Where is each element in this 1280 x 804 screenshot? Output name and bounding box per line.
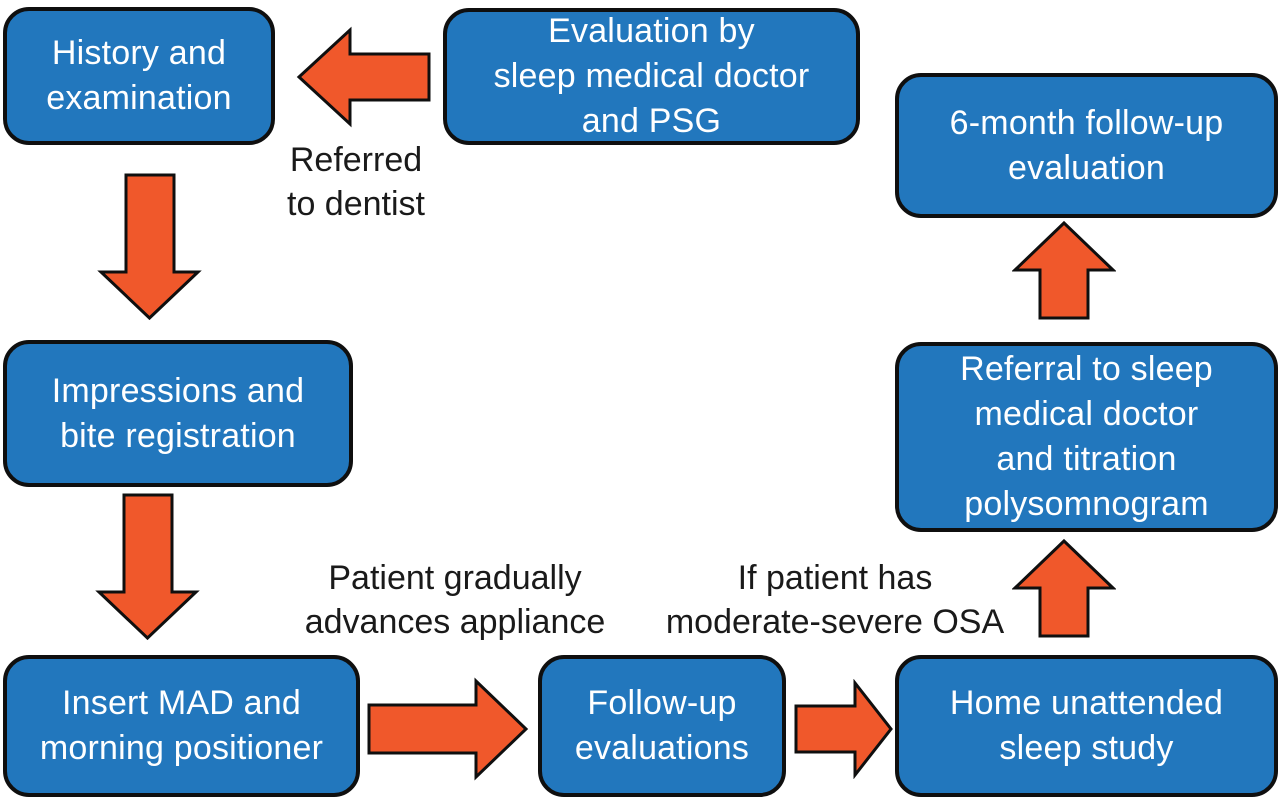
node-label: 6-month follow-up evaluation <box>949 103 1224 187</box>
arrow-up-referral-to-six-month-icon <box>1012 220 1116 320</box>
node-follow-up-evaluations: Follow-up evaluations <box>538 655 786 797</box>
node-label: Evaluation by sleep medical doctor and P… <box>493 12 810 140</box>
annotation-patient-gradually-advances: Patient gradually advances appliance <box>304 559 606 642</box>
node-label: Follow-up evaluations <box>574 684 750 767</box>
node-six-month-follow-up: 6-month follow-up evaluation <box>895 73 1278 218</box>
arrow-down-history-to-impressions-icon <box>97 173 202 321</box>
node-referral-to-sleep-medical-doctor: Referral to sleep medical doctor and tit… <box>895 342 1278 532</box>
node-insert-mad-and-morning-positioner: Insert MAD and morning positioner <box>3 655 360 797</box>
node-label: Home unattended sleep study <box>949 684 1224 767</box>
arrow-left-evaluation-to-history-icon <box>296 26 431 128</box>
node-label: Impressions and bite registration <box>51 371 305 455</box>
arrow-up-home-study-to-referral-icon <box>1012 538 1116 638</box>
annotation-referred-to-dentist: Referred to dentist <box>287 141 425 224</box>
node-label: Referral to sleep medical doctor and tit… <box>960 350 1213 523</box>
node-impressions-and-bite-registration: Impressions and bite registration <box>3 340 353 487</box>
arrow-right-insert-mad-to-follow-up-icon <box>367 677 529 781</box>
node-label: Insert MAD and morning positioner <box>39 684 324 767</box>
arrow-down-impressions-to-insert-mad-icon <box>95 493 200 641</box>
arrow-right-follow-up-to-home-study-icon <box>794 679 893 779</box>
node-evaluation-by-sleep-medical-doctor: Evaluation by sleep medical doctor and P… <box>443 8 860 145</box>
annotation-moderate-severe-osa: If patient has moderate-severe OSA <box>665 559 1005 642</box>
node-label: History and examination <box>46 34 232 117</box>
node-home-unattended-sleep-study: Home unattended sleep study <box>895 655 1278 797</box>
node-history-and-examination: History and examination <box>3 7 275 145</box>
